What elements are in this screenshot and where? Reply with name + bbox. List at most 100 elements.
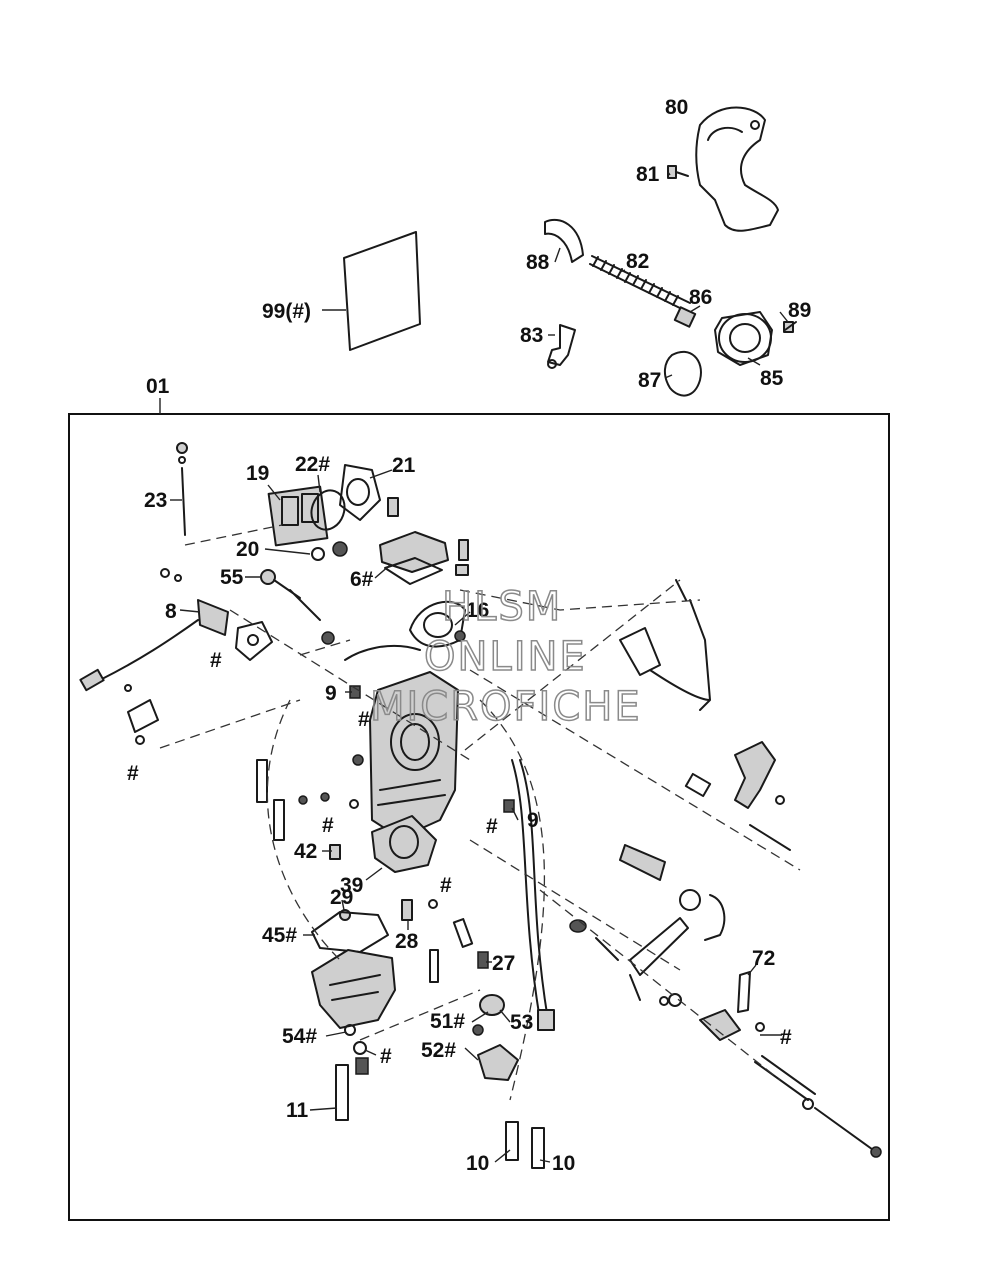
callout-99: 99(#) — [262, 300, 311, 323]
dashed-guide-6 — [469, 669, 801, 871]
part-6-top-plate — [379, 497, 449, 585]
callout-88: 88 — [526, 251, 550, 274]
callout-hash-5: # — [486, 815, 498, 838]
part-misc-bracket-left — [235, 621, 273, 661]
part-float-pins — [429, 918, 474, 983]
part-9-jet-lower — [503, 799, 515, 813]
callout-8: 8 — [165, 600, 177, 623]
callout-10-right: 10 — [552, 1152, 575, 1175]
dashed-guide-8 — [469, 839, 681, 971]
callout-19: 19 — [246, 462, 269, 485]
part-10-hoses — [505, 1121, 545, 1169]
part-idle-screw — [569, 919, 619, 961]
part-vent-tube — [511, 759, 555, 1031]
watermark-line-3: MICROFICHE — [370, 684, 642, 730]
part-55-screw — [260, 569, 321, 621]
part-23-needle — [176, 442, 188, 536]
callout-87: 87 — [638, 369, 661, 392]
part-20-plug — [311, 541, 348, 561]
part-89-bolt — [783, 321, 797, 333]
assembly-label: 01 — [146, 375, 170, 398]
callout-82: 82 — [626, 250, 649, 273]
dashed-guide-3 — [299, 639, 351, 656]
callout-hash-6: # — [440, 874, 452, 897]
callout-hash-3: # — [358, 708, 370, 731]
callout-hash-7: # — [780, 1026, 792, 1049]
callout-hash-2: # — [127, 762, 139, 785]
assembly-frame — [68, 413, 890, 1221]
dashed-guide-9 — [359, 989, 481, 1041]
part-83-bracket — [547, 324, 576, 369]
part-45-bowl-gasket — [311, 911, 389, 953]
dashed-guide-1 — [184, 524, 283, 546]
callout-85: 85 — [760, 367, 784, 390]
part-82-spring — [589, 255, 691, 312]
carburetor-body — [344, 644, 459, 839]
part-small-fasteners — [298, 631, 785, 1032]
part-88-hose — [544, 218, 584, 263]
part-27-screw — [477, 951, 489, 969]
callout-52: 52# — [421, 1039, 456, 1062]
part-54-oring — [344, 1024, 356, 1036]
part-52-pump-cover — [472, 1024, 519, 1081]
callout-6: 6# — [350, 568, 374, 591]
part-rod-long — [754, 1055, 882, 1158]
part-87-gasket — [664, 350, 702, 397]
callout-10-left: 10 — [466, 1152, 489, 1175]
dashed-guide-2 — [159, 699, 301, 749]
part-22-oring — [310, 489, 346, 531]
part-99-sheet — [343, 231, 421, 351]
callout-83: 83 — [520, 324, 543, 347]
part-21-gasket — [339, 464, 381, 521]
part-16-intake — [409, 539, 469, 648]
watermark: HLSM ONLINE MICROFICHE — [369, 583, 642, 731]
callout-hash-1: # — [210, 649, 222, 672]
part-81-screw — [667, 165, 689, 179]
part-8-sensor — [79, 568, 229, 692]
callout-80: 80 — [665, 96, 688, 119]
part-choke-cable — [619, 579, 711, 711]
part-19-carb-top — [267, 485, 329, 547]
part-bowl-plug — [353, 1041, 369, 1075]
part-28-pilot — [401, 899, 413, 921]
leader-lines — [170, 171, 789, 1163]
callout-89: 89 — [788, 299, 811, 322]
float-bowl — [311, 949, 396, 1029]
callout-22: 22# — [295, 453, 330, 476]
part-80-cover — [695, 106, 779, 232]
callout-23: 23 — [144, 489, 167, 512]
callout-9-lower: 9 — [527, 809, 539, 832]
part-link-arm — [629, 917, 689, 1001]
callout-29: 29 — [330, 886, 353, 909]
dashed-guide-12 — [459, 589, 701, 611]
part-11-drain-hose — [335, 1064, 349, 1121]
part-throttle-shaft — [619, 844, 726, 941]
part-hoses-left — [256, 759, 285, 841]
part-72-bracket — [699, 971, 751, 1041]
callout-39: 39 — [340, 874, 363, 897]
watermark-line-2: ONLINE — [424, 634, 587, 680]
part-tps-lever — [124, 684, 159, 745]
callout-53: 53 — [510, 1011, 533, 1034]
dashed-guide-5 — [464, 579, 681, 751]
callout-9-upper: 9 — [325, 682, 337, 705]
part-39-float-bowl-part — [371, 815, 437, 873]
callout-54: 54# — [282, 1025, 317, 1048]
part-51-diaphragm — [479, 994, 505, 1016]
callout-27: 27 — [492, 952, 515, 975]
dashed-guide-7 — [539, 889, 781, 1081]
callout-11: 11 — [286, 1099, 309, 1122]
callout-72: 72 — [752, 947, 775, 970]
callout-81: 81 — [636, 163, 660, 186]
callout-labels: 80 81 88 82 86 89 99(#) 83 87 85 19 22# … — [127, 96, 811, 1175]
callout-51: 51# — [430, 1010, 465, 1033]
watermark-line-1: HLSM — [442, 584, 562, 630]
callout-86: 86 — [689, 286, 712, 309]
callout-55: 55 — [220, 566, 244, 589]
callout-28: 28 — [395, 930, 419, 953]
callout-20: 20 — [236, 538, 259, 561]
callout-21: 21 — [392, 454, 416, 477]
dashed-guide-10 — [266, 699, 341, 961]
callout-hash-8: # — [380, 1045, 392, 1068]
